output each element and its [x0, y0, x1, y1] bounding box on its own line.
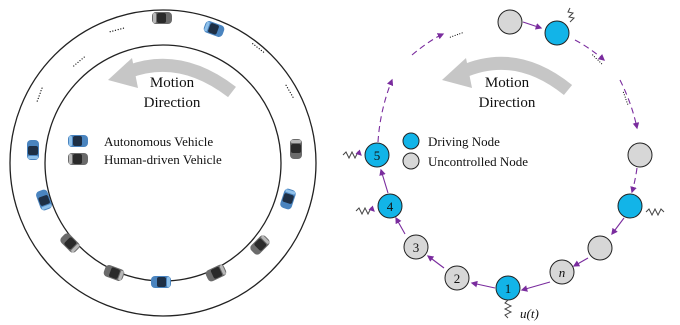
uncontrolled-node [497, 9, 523, 35]
node-n: n [549, 259, 575, 285]
input-squiggle-right [645, 207, 665, 217]
car-autonomous [34, 188, 54, 212]
motion-label-line2: Direction [479, 95, 536, 111]
svg-text:......: ...... [447, 25, 465, 40]
node-4: 4 [377, 193, 403, 219]
car-human [204, 263, 228, 283]
legend-human-vehicle: Human-driven Vehicle [68, 152, 222, 167]
driving-node [544, 20, 570, 46]
svg-text:......: ...... [282, 80, 301, 101]
svg-text:Uncontrolled Node: Uncontrolled Node [428, 154, 528, 169]
input-squiggle-node-1 [503, 299, 513, 319]
right-graph-panel: Motion Direction Driving Node Uncontroll… [342, 7, 665, 321]
input-squiggle-node-5 [342, 149, 362, 160]
car-human [290, 139, 302, 159]
driving-node [617, 193, 643, 219]
motion-label-line2: Direction [144, 95, 201, 111]
svg-text:2: 2 [454, 271, 461, 286]
legend-autonomous-vehicle: Autonomous Vehicle [68, 134, 213, 149]
svg-text:......: ...... [67, 50, 88, 70]
motion-arrow-head [108, 58, 138, 88]
legend-autonomous-label: Autonomous Vehicle [104, 134, 213, 149]
svg-text:......: ...... [589, 49, 607, 67]
blue-car-icon [68, 135, 88, 147]
uncontrolled-node [587, 235, 613, 261]
input-squiggle-top [567, 7, 576, 23]
motion-label-line1: Motion [150, 75, 195, 91]
input-label: u(t) [520, 306, 539, 321]
motion-label-line1: Motion [485, 75, 530, 91]
svg-text:......: ...... [620, 89, 635, 107]
car-human [248, 233, 272, 257]
motion-arrow-head [442, 58, 472, 88]
input-squiggle-node-4 [355, 205, 375, 216]
left-ring-road-panel: Motion Direction Autonomous Vehicle Huma… [9, 9, 317, 317]
legend-driving-node: Driving Node [402, 132, 500, 150]
car-autonomous [279, 187, 297, 211]
uncontrolled-node [627, 142, 653, 168]
motion-direction-arrow [459, 56, 573, 96]
car-autonomous [202, 19, 226, 39]
car-human [58, 231, 82, 255]
svg-text:4: 4 [387, 199, 394, 214]
svg-text:n: n [559, 265, 566, 280]
car-human [152, 12, 172, 24]
svg-text:1: 1 [505, 281, 512, 296]
svg-text:......: ...... [29, 84, 46, 104]
motion-direction-arrow [125, 58, 236, 98]
graph-edges [377, 21, 640, 292]
node-5: 5 [364, 142, 390, 168]
input-squiggles [342, 7, 665, 319]
outer-road-boundary [9, 9, 317, 317]
svg-text:Driving Node: Driving Node [428, 134, 500, 149]
car-human [102, 263, 126, 283]
car-autonomous [27, 140, 39, 160]
node-2: 2 [444, 265, 470, 291]
svg-text:3: 3 [413, 240, 420, 255]
legend-uncontrolled-node: Uncontrolled Node [402, 152, 528, 170]
car-autonomous [151, 276, 171, 288]
gray-car-icon [68, 153, 88, 165]
svg-text:5: 5 [374, 148, 381, 163]
node-1: 1 [495, 275, 521, 301]
node-3: 3 [403, 234, 429, 260]
legend-human-label: Human-driven Vehicle [104, 152, 222, 167]
svg-text:......: ...... [107, 20, 126, 36]
